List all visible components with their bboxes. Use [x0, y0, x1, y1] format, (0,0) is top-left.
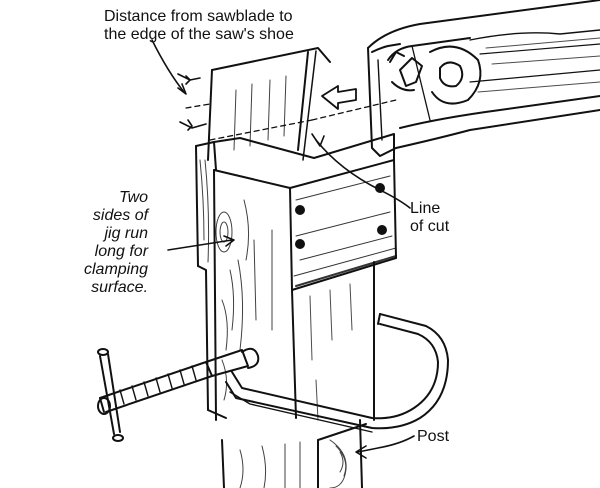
jig-sides-label: Two sides of jig run long for clamping s…	[84, 189, 149, 296]
leader-line-cut	[311, 133, 411, 209]
direction-arrow-icon	[321, 85, 357, 110]
c-clamp-icon	[97, 313, 449, 442]
screw	[295, 183, 387, 249]
saw-distance-label: Distance from sawblade to the edge of th…	[104, 8, 294, 43]
distance-dimension	[151, 39, 207, 131]
cut-line-marks	[185, 99, 397, 141]
jig	[195, 133, 397, 421]
leader-line-jig	[167, 235, 235, 251]
post	[207, 47, 367, 488]
circular-saw-icon	[367, 0, 600, 157]
leader-line-post	[355, 435, 415, 459]
line-of-cut-label: Line of cut	[410, 200, 450, 235]
post-label: Post	[417, 428, 450, 445]
